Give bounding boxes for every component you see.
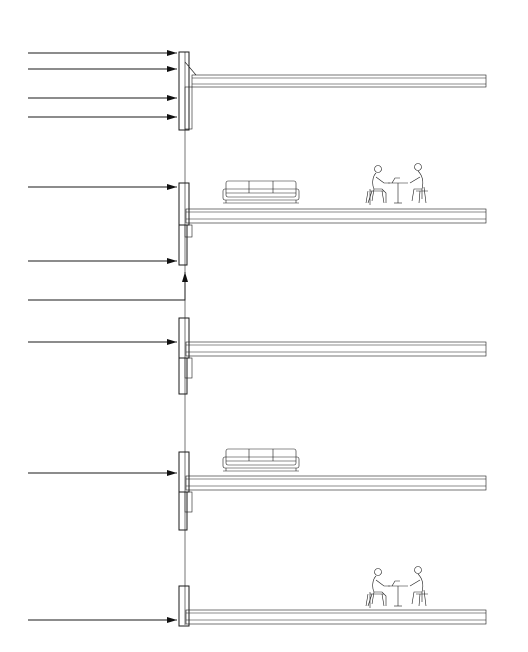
facade-panels [178, 51, 193, 627]
slab-floor-5 [185, 609, 487, 625]
panel-7 [178, 491, 188, 531]
panel-8 [178, 585, 190, 627]
panel-1 [178, 51, 190, 131]
sofa-2 [222, 448, 300, 472]
slab-floor-2 [185, 208, 487, 224]
people-group-2 [365, 566, 429, 609]
slab-floor-3 [185, 341, 487, 357]
slab-roof [184, 61, 487, 88]
slab-floor-4 [185, 475, 487, 491]
panel-3 [178, 224, 188, 266]
panel-5 [178, 357, 188, 395]
sofa-1 [222, 180, 300, 204]
arrows [28, 50, 188, 623]
people-group-1 [365, 163, 429, 206]
arrow-7 [28, 272, 188, 301]
floor-slabs [184, 61, 487, 625]
